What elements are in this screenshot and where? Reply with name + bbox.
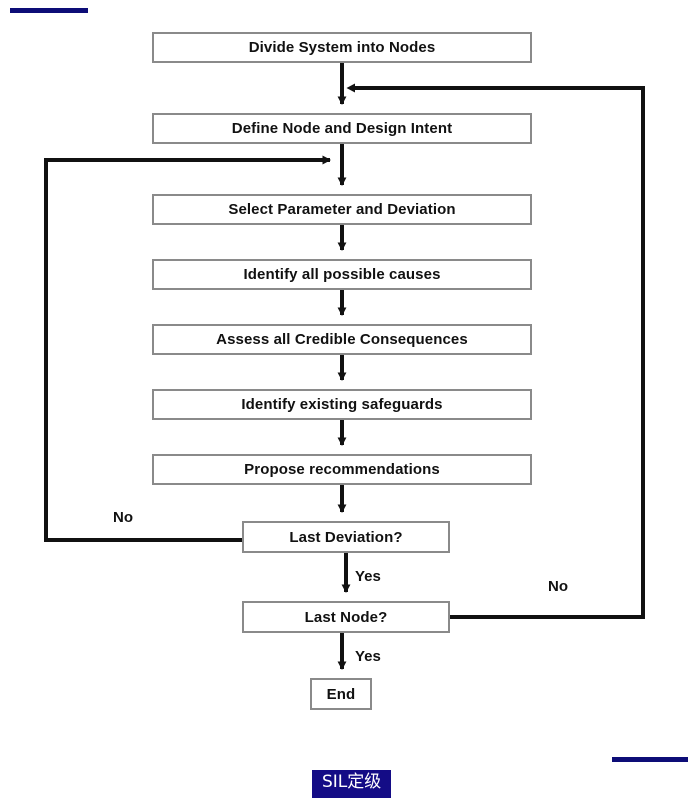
node-identify-existing-safeguards[interactable]: Identify existing safeguards (152, 389, 532, 420)
node-label: Propose recommendations (244, 461, 440, 478)
node-divide-system-into-nodes[interactable]: Divide System into Nodes (152, 32, 532, 63)
node-end[interactable]: End (310, 678, 372, 710)
decision-last-deviation[interactable]: Last Deviation? (242, 521, 450, 553)
top-left-rule (10, 8, 88, 13)
node-label: Divide System into Nodes (248, 39, 436, 56)
node-identify-all-possible-causes[interactable]: Identify all possible causes (152, 259, 532, 290)
node-label: End (326, 685, 356, 703)
node-label: Select Parameter and Deviation (228, 201, 456, 218)
node-define-node-and-design-intent[interactable]: Define Node and Design Intent (152, 113, 532, 144)
edge-label-no-last-deviation: No (113, 509, 133, 526)
node-label: Define Node and Design Intent (231, 120, 453, 137)
node-select-parameter-and-deviation[interactable]: Select Parameter and Deviation (152, 194, 532, 225)
edge-lastnode-no-loop (346, 83, 645, 619)
edge-lastdeviation-no-loop (44, 155, 332, 542)
node-label: Identify existing safeguards (241, 396, 443, 413)
node-assess-all-credible-consequences[interactable]: Assess all Credible Consequences (152, 324, 532, 355)
node-propose-recommendations[interactable]: Propose recommendations (152, 454, 532, 485)
edge-label-yes-last-deviation: Yes (355, 568, 381, 585)
node-label: Last Deviation? (289, 528, 403, 546)
node-label: Identify all possible causes (243, 266, 441, 283)
sil-rating-badge[interactable]: SIL定级 (312, 770, 392, 798)
edge-label-yes-last-node: Yes (355, 648, 381, 665)
decision-last-node[interactable]: Last Node? (242, 601, 450, 633)
node-label: Assess all Credible Consequences (216, 331, 468, 348)
edge-label-no-last-node: No (548, 578, 568, 595)
node-label: Last Node? (304, 608, 388, 626)
bottom-right-rule (612, 757, 688, 762)
